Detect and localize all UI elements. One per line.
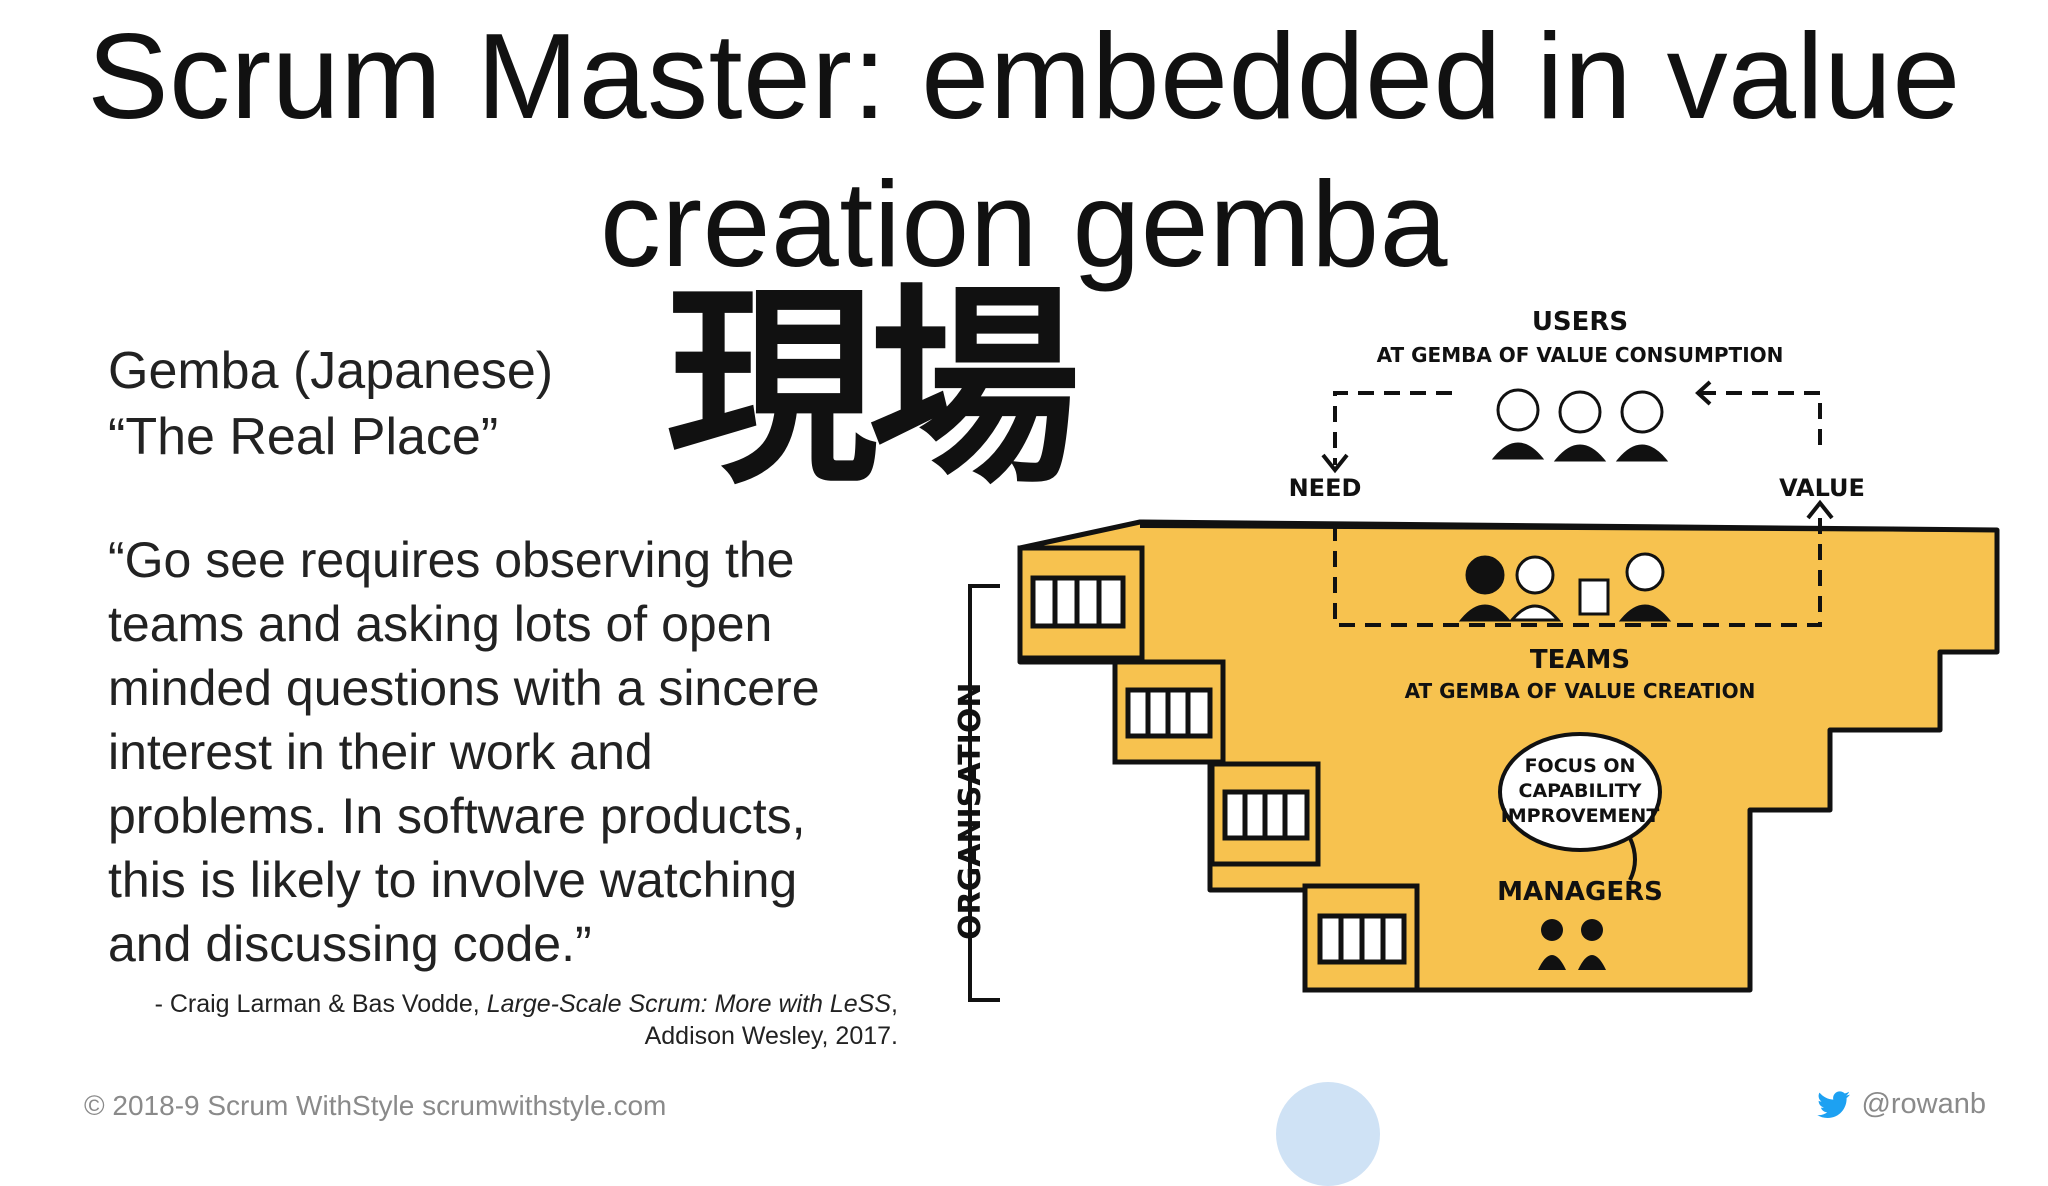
citation-line-1: - Craig Larman & Bas Vodde, Large-Scale … [120, 988, 898, 1020]
quote-block: “Go see requires observing the teams and… [108, 528, 908, 976]
managers-label: MANAGERS [1497, 877, 1663, 907]
title-line-1: Scrum Master: embedded in value [87, 8, 1961, 144]
window-box-4 [1302, 883, 1420, 993]
bubble-line-3: IMPROVEMENT [1501, 805, 1660, 827]
quote-line: interest in their work and [108, 724, 653, 780]
gemba-illustration: ORGANISATION USERS AT GEMBA OF VALUE CON… [953, 307, 2000, 1002]
presenter-cursor-circle [1276, 1082, 1380, 1186]
gemba-line-2: “The Real Place” [108, 408, 499, 466]
quote-line: this is likely to involve watching [108, 852, 798, 908]
quote-line: teams and asking lots of open [108, 596, 773, 652]
quote-line: minded questions with a sincere [108, 660, 820, 716]
teams-label: TEAMS [1530, 645, 1630, 675]
twitter-bird-icon [1817, 1090, 1851, 1118]
twitter-handle: @rowanb [1861, 1088, 1986, 1120]
window-box-2 [1112, 659, 1226, 765]
quote-line: and discussing code.” [108, 916, 592, 972]
bubble-line-1: FOCUS ON [1525, 755, 1636, 777]
quote-line: problems. In software products, [108, 788, 806, 844]
slide-title: Scrum Master: embedded in value creation… [0, 2, 2048, 298]
citation-authors: - Craig Larman & Bas Vodde, [154, 990, 487, 1018]
value-label: VALUE [1779, 474, 1865, 502]
left-arrowhead-icon [1695, 380, 1712, 406]
footer-copyright: © 2018-9 Scrum WithStyle scrumwithstyle.… [84, 1090, 667, 1121]
quote-line: “Go see requires observing the [108, 532, 795, 588]
need-value-loop [1333, 391, 1822, 627]
teams-sublabel: AT GEMBA OF VALUE CREATION [1405, 679, 1756, 703]
citation-line-2: Addison Wesley, 2017. [644, 1022, 898, 1050]
citation-book-title: Large-Scale Scrum: More with LeSS [486, 990, 892, 1018]
users-label: USERS [1532, 307, 1628, 337]
value-arrow-icon [1806, 499, 1834, 520]
need-label: NEED [1289, 474, 1362, 502]
need-arrow-icon [1321, 453, 1349, 474]
footer-twitter[interactable]: @rowanb [1817, 1088, 1986, 1121]
citation-comma: , [891, 990, 898, 1018]
gemba-definition: Gemba (Japanese) “The Real Place” [108, 338, 553, 470]
window-box-3 [1209, 761, 1321, 867]
bubble-line-2: CAPABILITY [1519, 780, 1642, 802]
title-line-2: creation gemba [600, 156, 1448, 292]
organisation-label: ORGANISATION [953, 683, 988, 940]
kanji-gemba: 現場 [666, 263, 1080, 512]
users-people-icon [1491, 388, 1669, 462]
citation: - Craig Larman & Bas Vodde, Large-Scale … [120, 988, 898, 1052]
focus-bubble [1498, 732, 1662, 881]
managers-people-icon [1538, 919, 1606, 970]
window-box-1 [1017, 545, 1145, 661]
users-sublabel: AT GEMBA OF VALUE CONSUMPTION [1377, 343, 1784, 367]
organisation-bracket [968, 584, 1000, 1002]
teams-people-icon [1458, 552, 1672, 622]
gemba-line-1: Gemba (Japanese) [108, 342, 554, 400]
